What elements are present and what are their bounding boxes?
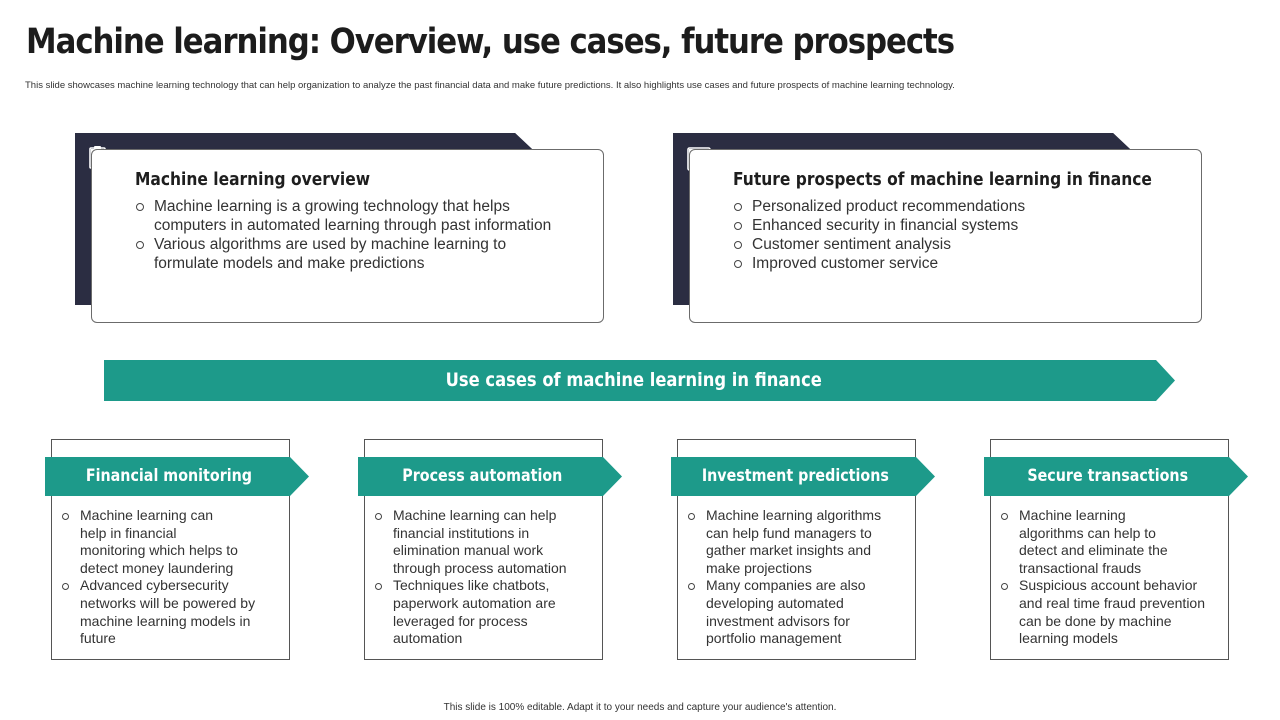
prospects-bullet: Personalized product recommendations xyxy=(731,197,1171,216)
use-case-tag: Investment predictions xyxy=(671,457,937,496)
prospects-bullets: Personalized product recommendations Enh… xyxy=(731,197,1171,273)
use-case-bullet: Machine learning algorithms can help fun… xyxy=(685,507,900,577)
use-case-title: Process automation xyxy=(401,466,563,486)
overview-card: Machine learning overview Machine learni… xyxy=(75,133,605,325)
use-case-bullets: Machine learning algorithms can help to … xyxy=(998,507,1226,648)
use-case-tag: Financial monitoring xyxy=(45,457,311,496)
use-case-title: Financial monitoring xyxy=(85,466,253,486)
use-case-bullet: Techniques like chatbots, paperwork auto… xyxy=(372,577,562,647)
prospects-card: Future prospects of machine learning in … xyxy=(673,133,1203,325)
banner-arrow-shape xyxy=(104,360,1175,401)
prospects-bullet: Customer sentiment analysis xyxy=(731,235,1171,254)
prospects-bullet: Enhanced security in financial systems xyxy=(731,216,1171,235)
slide-title: Machine learning: Overview, use cases, f… xyxy=(26,22,955,62)
prospects-bullet: Improved customer service xyxy=(731,254,1171,273)
overview-card-body xyxy=(91,149,604,323)
use-case-bullet: Suspicious account behavior and real tim… xyxy=(998,577,1216,647)
tag-arrow-shape xyxy=(984,457,1248,496)
use-case-title: Investment predictions xyxy=(701,466,889,486)
use-case-tag: Process automation xyxy=(358,457,624,496)
slide-subtitle: This slide showcases machine learning te… xyxy=(25,80,955,91)
overview-bullets: Machine learning is a growing technology… xyxy=(133,197,573,273)
overview-card-backplate xyxy=(75,133,532,305)
use-case-bullets: Machine learning can help in financial m… xyxy=(59,507,287,648)
overview-title: Machine learning overview xyxy=(135,169,371,190)
use-case-bullet: Machine learning can help in financial m… xyxy=(59,507,239,577)
tag-arrow-shape xyxy=(358,457,622,496)
tag-arrow-shape xyxy=(671,457,935,496)
use-case-tag: Secure transactions xyxy=(984,457,1250,496)
use-case-bullet: Many companies are also developing autom… xyxy=(685,577,885,647)
use-case-card-investment-predictions: Investment predictions Machine learning … xyxy=(671,439,937,661)
prospects-card-backplate xyxy=(673,133,1130,305)
use-case-card-financial-monitoring: Financial monitoring Machine learning ca… xyxy=(45,439,311,661)
use-cases-banner: Use cases of machine learning in finance xyxy=(104,360,1176,401)
use-case-bullets: Machine learning can help financial inst… xyxy=(372,507,600,648)
use-case-title: Secure transactions xyxy=(1027,466,1189,486)
prospects-title: Future prospects of machine learning in … xyxy=(733,169,1152,190)
use-case-bullet: Advanced cybersecurity networks will be … xyxy=(59,577,259,647)
use-case-bullet: Machine learning can help financial inst… xyxy=(372,507,584,577)
overview-bullet: Various algorithms are used by machine l… xyxy=(133,235,573,273)
prospects-card-body xyxy=(689,149,1202,323)
slide-footer: This slide is 100% editable. Adapt it to… xyxy=(443,702,837,713)
use-case-bullet: Machine learning algorithms can help to … xyxy=(998,507,1168,577)
use-case-card-secure-transactions: Secure transactions Machine learning alg… xyxy=(984,439,1250,661)
use-case-bullets: Machine learning algorithms can help fun… xyxy=(685,507,913,648)
use-case-card-process-automation: Process automation Machine learning can … xyxy=(358,439,624,661)
tag-arrow-shape xyxy=(45,457,309,496)
banner-label: Use cases of machine learning in finance xyxy=(445,369,823,391)
overview-bullet: Machine learning is a growing technology… xyxy=(133,197,573,235)
